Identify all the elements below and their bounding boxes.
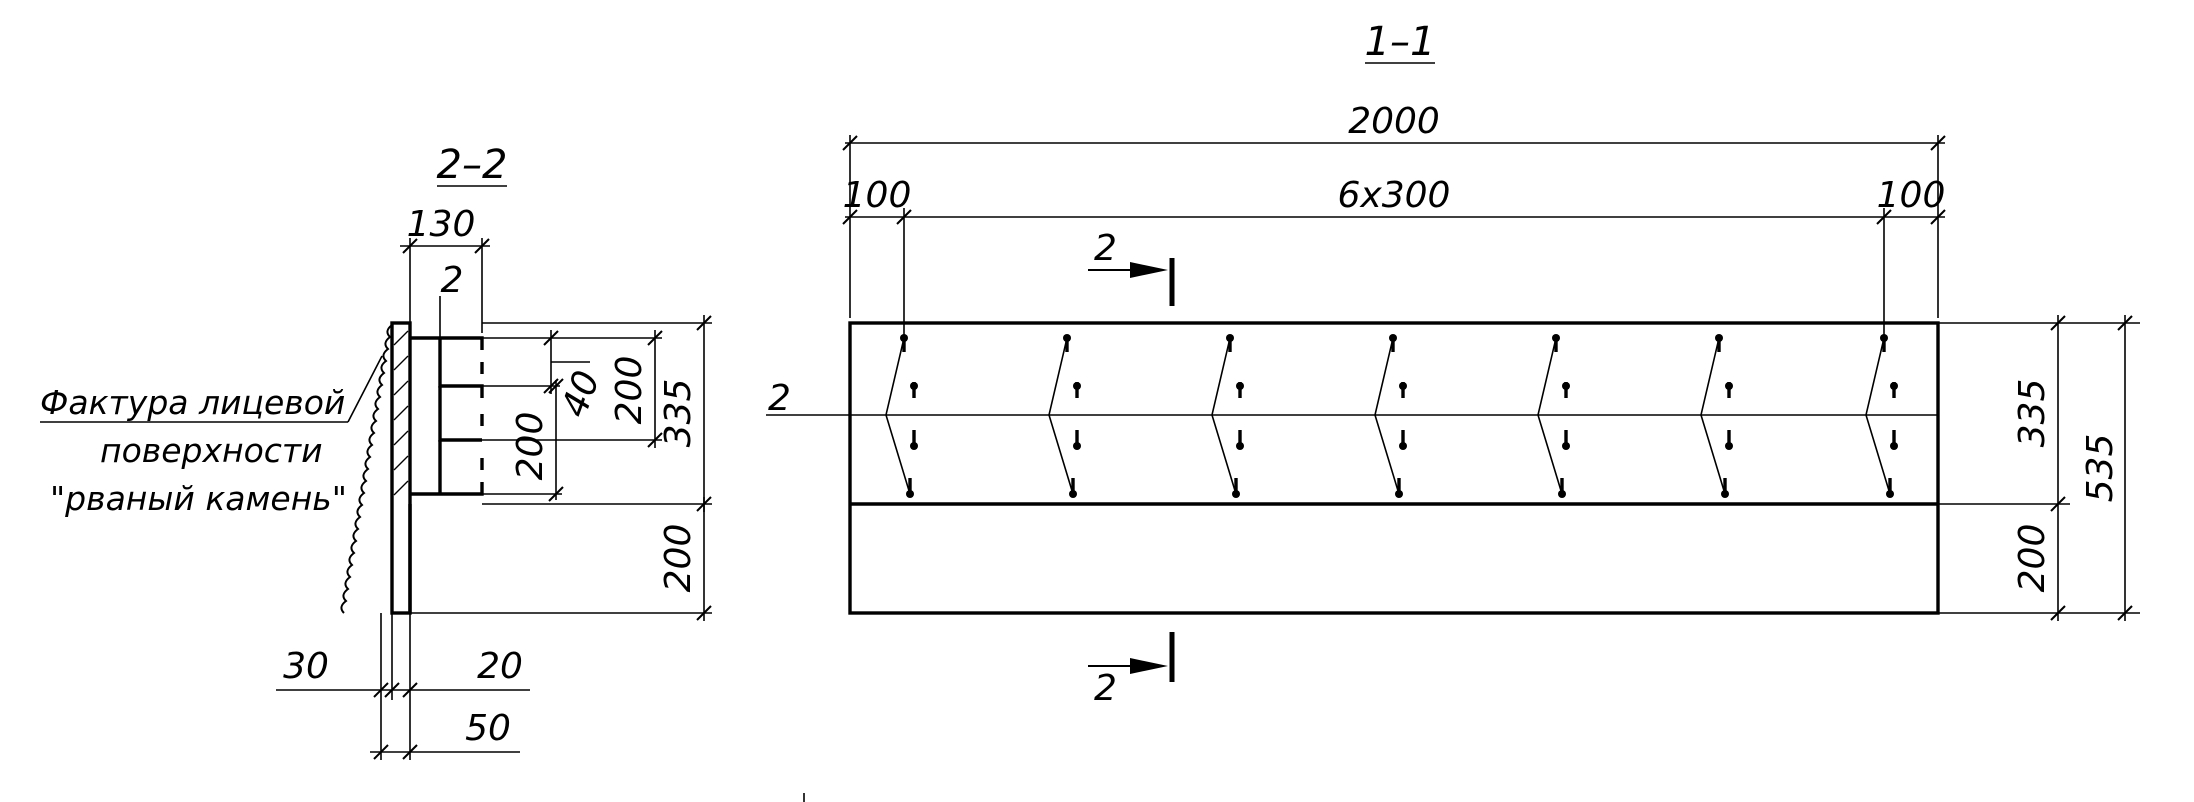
dim-anchor-spacing: 100 6х300 100 — [842, 175, 1946, 340]
dim-100-left-label: 100 — [843, 175, 912, 216]
dim-right-heights: 335 200 535 — [1938, 315, 2140, 621]
section-mark-left: 2 — [768, 378, 791, 419]
section-2-2: 2–2 — [40, 142, 712, 760]
anchor-element — [885, 334, 918, 498]
dim-200-small-label: 200 — [609, 356, 650, 425]
dim-200-base-label: 200 — [658, 524, 699, 593]
dim-width-130: 130 — [400, 204, 490, 333]
section-1-1: 1–1 2 2000 100 6х300 — [766, 19, 2140, 709]
dim-335-label: 335 — [2012, 379, 2053, 448]
dim-30-label: 30 — [283, 646, 329, 687]
section-2-2-title: 2–2 — [437, 142, 508, 188]
panel-outline — [848, 321, 1940, 615]
leader-2: 2 — [439, 260, 464, 392]
anchor-element — [1211, 334, 1244, 498]
dim-130-label: 130 — [407, 204, 476, 245]
dim-40-label: 40 — [554, 366, 608, 423]
wall-hatching — [393, 330, 409, 496]
anchor-element — [1374, 334, 1407, 498]
anchor-elements — [885, 334, 1898, 498]
dim-50-label: 50 — [465, 708, 511, 749]
dim-100-right-label: 100 — [1877, 175, 1946, 216]
dim-335-section-label: 335 — [658, 379, 699, 448]
anchor-brackets — [410, 336, 484, 496]
note-line-3: "рваный камень" — [50, 479, 347, 518]
dim-200-inner-label: 200 — [510, 412, 551, 481]
dim-20-label: 20 — [477, 646, 523, 687]
anchor-element — [1865, 334, 1898, 498]
anchor-element — [1537, 334, 1570, 498]
dim-2000-label: 2000 — [1348, 101, 1440, 142]
dim-6x300-label: 6х300 — [1338, 175, 1451, 216]
dim-thickness: 30 20 50 — [276, 613, 530, 760]
section-1-1-title: 1–1 — [1365, 19, 1436, 65]
anchor-element — [1048, 334, 1081, 498]
dim-overall-length: 2000 — [842, 101, 1946, 318]
anchor-element — [1700, 334, 1733, 498]
dim-200-label: 200 — [2012, 524, 2053, 593]
note-line-1: Фактура лицевой — [40, 383, 345, 422]
dim-535-label: 535 — [2080, 434, 2121, 503]
cut-mark-bottom-label: 2 — [1094, 668, 1117, 709]
cut-mark-top-label: 2 — [1094, 228, 1117, 269]
note-line-2: поверхности — [100, 431, 323, 470]
dim-inner-set: 40 200 200 335 200 — [410, 315, 712, 621]
surface-texture-note: Фактура лицевой поверхности "рваный каме… — [40, 355, 383, 518]
wall-body — [390, 321, 412, 615]
cut-mark-top: 2 — [1088, 228, 1175, 306]
stone-texture — [340, 324, 393, 614]
leader-2-label: 2 — [441, 260, 464, 301]
cut-mark-bottom: 2 — [1088, 632, 1175, 709]
